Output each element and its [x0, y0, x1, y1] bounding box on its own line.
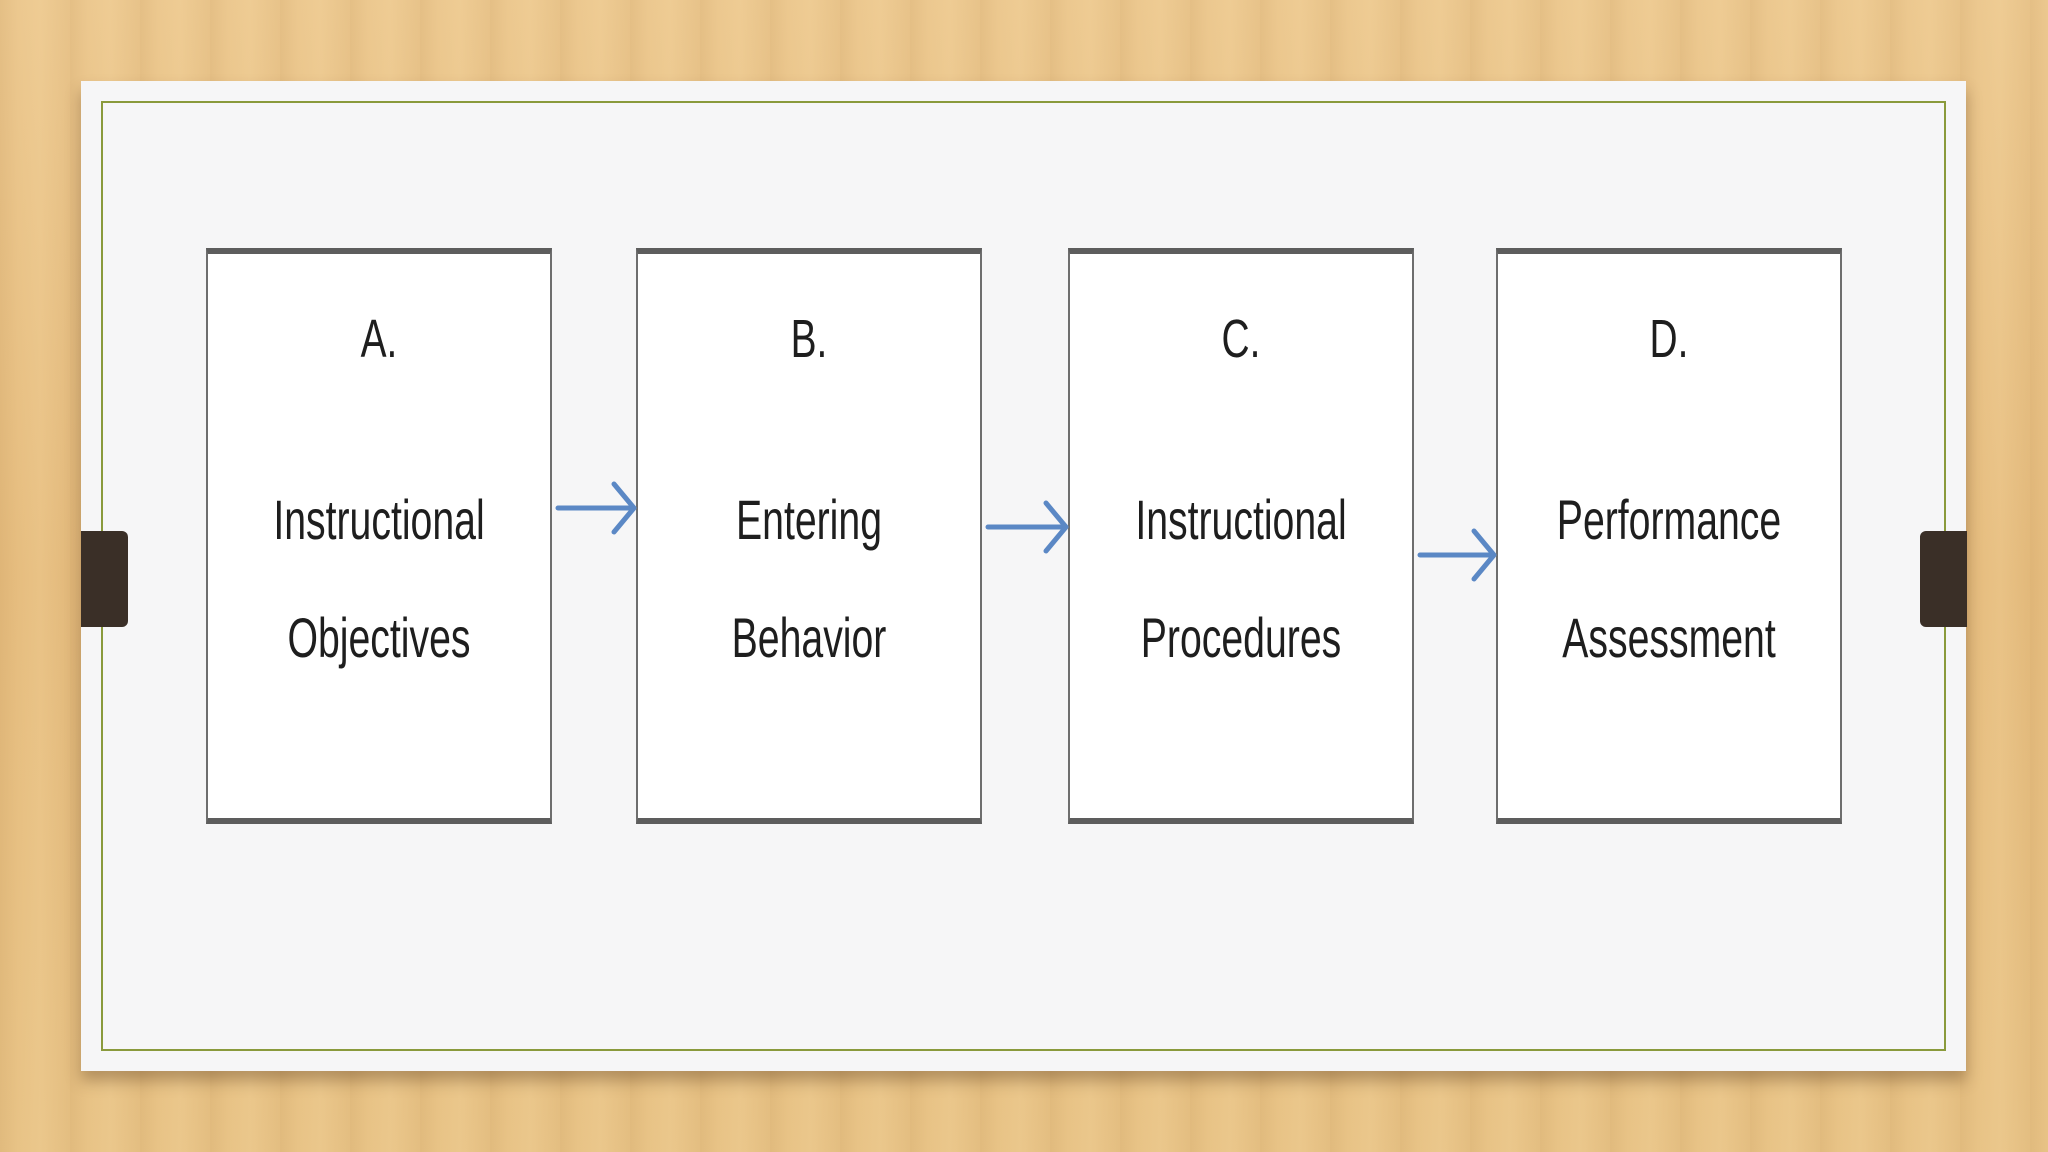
- step-label-line2: Objectives: [287, 606, 471, 669]
- step-box-a: A. Instructional Objectives: [206, 248, 552, 824]
- step-letter: A.: [360, 309, 398, 369]
- step-letter: C.: [1221, 309, 1261, 369]
- step-box-b: B. Entering Behavior: [636, 248, 982, 824]
- step-label-line2: Procedures: [1140, 606, 1342, 669]
- step-label-line1: Performance: [1556, 488, 1782, 551]
- step-letter: D.: [1649, 309, 1689, 369]
- step-label-line1: Entering: [735, 488, 882, 551]
- step-box-c: C. Instructional Procedures: [1068, 248, 1414, 824]
- right-binder-tab: [1920, 531, 1967, 627]
- step-label-line2: Assessment: [1562, 606, 1776, 669]
- step-box-d: D. Performance Assessment: [1496, 248, 1842, 824]
- step-label-line2: Behavior: [731, 606, 887, 669]
- left-binder-tab: [81, 531, 128, 627]
- step-label-line1: Instructional: [273, 488, 485, 551]
- step-label-line1: Instructional: [1135, 488, 1347, 551]
- step-letter: B.: [790, 309, 828, 369]
